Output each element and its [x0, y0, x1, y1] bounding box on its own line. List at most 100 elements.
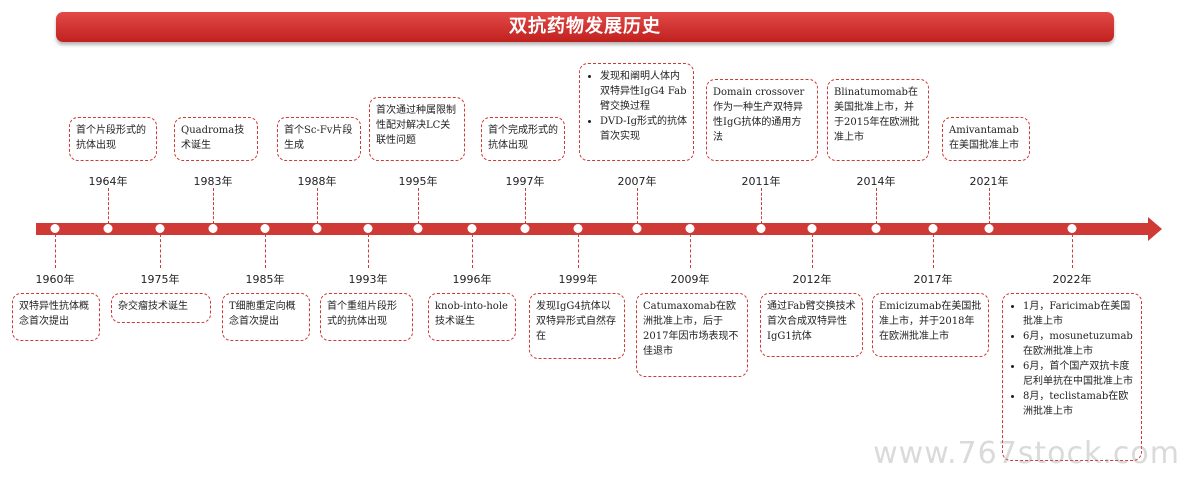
- event-box: 1月，Faricimab在美国批准上市6月，mosunetuzumab在欧洲批准…: [1002, 293, 1142, 461]
- event-list: 1月，Faricimab在美国批准上市6月，mosunetuzumab在欧洲批准…: [1009, 299, 1135, 419]
- event-list: 发现和阐明人体内双特异性IgG4 Fab臂交换过程DVD-Ig形式的抗体首次实现: [586, 69, 687, 144]
- event-box: 首个完成形式的抗体出现: [481, 117, 565, 161]
- event-box: Amivantamab在美国批准上市: [942, 117, 1030, 161]
- event-text: 双特异性抗体概念首次提出: [19, 301, 89, 327]
- event-text: 首个片段形式的抗体出现: [76, 125, 146, 151]
- timeline-node: [685, 224, 695, 233]
- event-text: T细胞重定向概念首次提出: [229, 301, 296, 327]
- timeline-node: [632, 224, 642, 233]
- event-year: 2017年: [913, 273, 953, 286]
- event-text: 首个重组片段形式的抗体出现: [327, 301, 397, 327]
- event-box: Emicizumab在美国批准上市，并于2018年在欧洲批准上市: [872, 293, 989, 357]
- timeline-connector: [876, 188, 877, 224]
- event-box: Domain crossover作为一种生产双特异性IgG抗体的通用方法: [706, 79, 818, 161]
- timeline-connector: [472, 234, 473, 268]
- title-banner: 双抗药物发展历史: [56, 12, 1114, 42]
- event-year: 1995年: [398, 175, 438, 188]
- timeline-node: [871, 224, 881, 233]
- timeline-node: [208, 224, 218, 233]
- timeline-connector: [761, 188, 762, 224]
- event-box: Catumaxomab在欧洲批准上市，后于2017年因市场表现不佳退市: [636, 293, 748, 377]
- timeline-node: [520, 224, 530, 233]
- timeline-node: [103, 224, 113, 233]
- event-year: 2012年: [792, 273, 832, 286]
- timeline-connector: [418, 188, 419, 224]
- event-year: 2011年: [741, 175, 781, 188]
- event-year: 2014年: [856, 175, 896, 188]
- timeline-connector: [637, 188, 638, 224]
- timeline-connector: [317, 188, 318, 224]
- event-text: 发现IgG4抗体以双特异形式自然存在: [536, 301, 616, 342]
- event-text: Catumaxomab在欧洲批准上市，后于2017年因市场表现不佳退市: [643, 301, 739, 357]
- timeline-node: [413, 224, 423, 233]
- timeline-node: [1067, 224, 1077, 233]
- timeline-connector: [812, 234, 813, 268]
- timeline-connector: [933, 234, 934, 268]
- event-text: Quadroma技术诞生: [181, 125, 245, 151]
- event-year: 1985年: [245, 273, 285, 286]
- event-year: 2009年: [670, 273, 710, 286]
- timeline-connector: [368, 234, 369, 268]
- event-list-item: 6月，mosunetuzumab在欧洲批准上市: [1023, 329, 1135, 359]
- timeline-node: [363, 224, 373, 233]
- event-year: 2022年: [1052, 273, 1092, 286]
- event-year: 1975年: [140, 273, 180, 286]
- timeline-node: [807, 224, 817, 233]
- event-year: 2007年: [617, 175, 657, 188]
- event-year: 2021年: [969, 175, 1009, 188]
- event-text: knob-into-hole技术诞生: [435, 301, 508, 327]
- event-text: 首个完成形式的抗体出现: [488, 125, 558, 151]
- timeline-node: [573, 224, 583, 233]
- event-text: 首个Sc-Fv片段生成: [284, 125, 353, 151]
- timeline-connector: [1072, 234, 1073, 268]
- timeline-node: [260, 224, 270, 233]
- event-year: 1964年: [88, 175, 128, 188]
- timeline-connector: [160, 234, 161, 268]
- timeline-node: [50, 224, 60, 233]
- event-list-item: 1月，Faricimab在美国批准上市: [1023, 299, 1135, 329]
- event-text: Amivantamab在美国批准上市: [949, 125, 1019, 151]
- event-list-item: DVD-Ig形式的抗体首次实现: [600, 114, 687, 144]
- event-box: 发现和阐明人体内双特异性IgG4 Fab臂交换过程DVD-Ig形式的抗体首次实现: [579, 63, 694, 161]
- timeline-connector: [213, 188, 214, 224]
- event-box: 首个重组片段形式的抗体出现: [320, 293, 413, 341]
- event-year: 1988年: [297, 175, 337, 188]
- event-box: Blinatumomab在美国批准上市，并于2015年在欧洲批准上市: [827, 79, 929, 161]
- timeline-node: [756, 224, 766, 233]
- event-box: 首个片段形式的抗体出现: [69, 117, 157, 161]
- event-year: 1997年: [505, 175, 545, 188]
- timeline-axis: [36, 223, 1150, 235]
- timeline-connector: [690, 234, 691, 268]
- event-list-item: 8月，teclistamab在欧洲批准上市: [1023, 389, 1135, 419]
- event-year: 1996年: [452, 273, 492, 286]
- event-box: T细胞重定向概念首次提出: [222, 293, 310, 341]
- event-box: 首个Sc-Fv片段生成: [277, 117, 361, 161]
- event-list-item: 发现和阐明人体内双特异性IgG4 Fab臂交换过程: [600, 69, 687, 114]
- timeline-node: [984, 224, 994, 233]
- timeline-connector: [108, 188, 109, 224]
- event-box: 通过Fab臂交换技术首次合成双特异性IgG1抗体: [760, 293, 863, 357]
- event-text: Emicizumab在美国批准上市，并于2018年在欧洲批准上市: [879, 301, 982, 342]
- event-text: Blinatumomab在美国批准上市，并于2015年在欧洲批准上市: [834, 87, 920, 143]
- timeline-connector: [989, 188, 990, 224]
- event-text: 杂交瘤技术诞生: [118, 301, 188, 312]
- timeline-node: [155, 224, 165, 233]
- timeline-connector: [525, 188, 526, 224]
- timeline-arrow-icon: [1148, 217, 1162, 241]
- event-box: 发现IgG4抗体以双特异形式自然存在: [529, 293, 625, 359]
- event-box: 双特异性抗体概念首次提出: [12, 293, 100, 341]
- event-box: knob-into-hole技术诞生: [428, 293, 516, 341]
- timeline-connector: [578, 234, 579, 268]
- watermark: www.767stock.com: [873, 436, 1180, 471]
- event-list-item: 6月，首个国产双抗卡度尼利单抗在中国批准上市: [1023, 359, 1135, 389]
- event-text: 首次通过种属限制性配对解决LC关联性问题: [376, 105, 456, 146]
- timeline-connector: [265, 234, 266, 268]
- timeline-connector: [55, 234, 56, 268]
- event-text: Domain crossover作为一种生产双特异性IgG抗体的通用方法: [713, 87, 805, 143]
- event-year: 1999年: [558, 273, 598, 286]
- timeline-node: [928, 224, 938, 233]
- event-year: 1993年: [348, 273, 388, 286]
- timeline-node: [467, 224, 477, 233]
- event-box: 首次通过种属限制性配对解决LC关联性问题: [369, 97, 465, 161]
- event-text: 通过Fab臂交换技术首次合成双特异性IgG1抗体: [767, 301, 856, 342]
